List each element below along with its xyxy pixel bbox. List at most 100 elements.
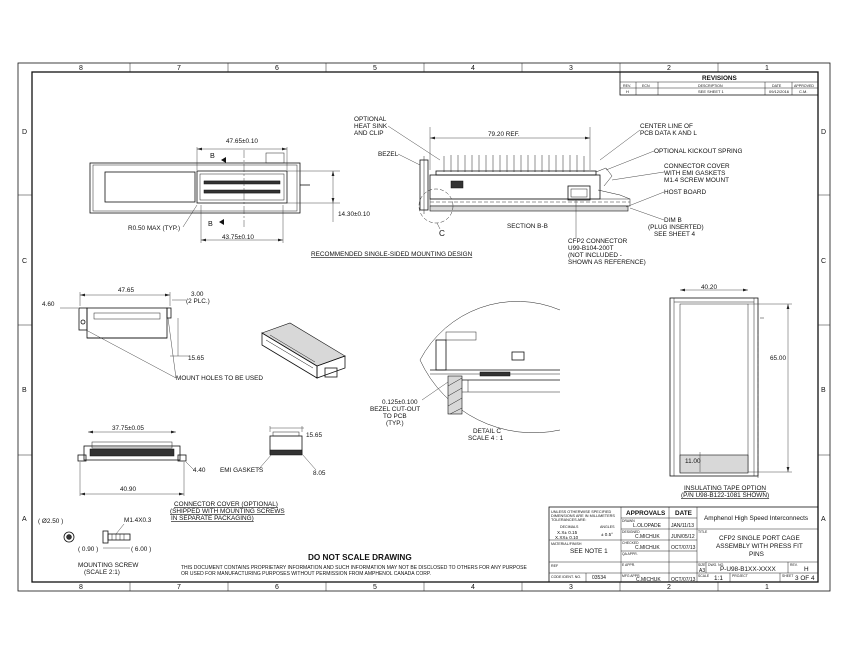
dwg-value: P-U98-B1XX-XXXX: [720, 566, 776, 573]
dim-cover-side-w: 15.65: [306, 432, 322, 439]
zone-col-4: 4: [471, 65, 475, 72]
tape-caption: INSULATING TAPE OPTION: [684, 485, 766, 492]
mount-hole-left: [80, 319, 86, 325]
dwg-label: DWG. NO.: [708, 563, 724, 567]
mfg-name: C.MICHUK: [636, 577, 661, 583]
dim-mount-depth: 15.65: [188, 355, 204, 362]
detail-circle-c: [418, 188, 454, 224]
detail-caption: DETAIL C: [473, 428, 501, 435]
rev-header-approved: APPROVED: [794, 84, 814, 88]
cover-caption-3: IN SEPARATE PACKAGING): [171, 515, 254, 522]
zone-row-d-r: D: [821, 129, 826, 136]
rev-row-approved: C.M.: [799, 89, 807, 94]
screw-head-side: [102, 530, 109, 544]
zone-labels-top: 8 7 6 5 4 3 2 1: [79, 65, 769, 72]
rev-header-rev: REV.: [623, 84, 631, 88]
checked-name: C.MICHUK: [635, 545, 660, 551]
title-line-1: CFP2 SINGLE PORT CAGE: [719, 535, 800, 542]
callout-heat-sink-3: AND CLIP: [354, 130, 383, 137]
screw-caption: MOUNTING SCREW: [78, 562, 139, 569]
dim-tape-tab: 11.00: [685, 458, 701, 465]
note-do-not-scale: DO NOT SCALE DRAWING: [308, 553, 412, 562]
callout-cfp2-2: U99-B104-200T: [568, 245, 614, 252]
scale-label: SCALE: [698, 574, 710, 578]
title-line-3: PINS: [749, 551, 764, 558]
heat-sink-fins: [443, 155, 585, 172]
zone-row-a: A: [22, 516, 27, 523]
callout-cover-3: M1.4 SCREW MOUNT: [664, 177, 729, 184]
zone-labels-bottom: 8 7 6 5 4 3 2 1: [79, 584, 769, 591]
callout-dim-b-2: (PLUG INSERTED): [648, 224, 704, 231]
detail-callout-1: 0.125±0.100: [382, 399, 418, 406]
zone-col-1-b: 1: [765, 584, 769, 591]
cover-callout-emi: EMI GASKETS: [220, 467, 263, 474]
zone-labels-right: D C B A: [821, 129, 826, 523]
zone-col-7: 7: [177, 65, 181, 72]
outer-border: [17, 62, 831, 592]
rev-row-date: 09/12/2016: [769, 89, 790, 94]
dim-cover-width-bottom: 40.90: [120, 486, 136, 493]
cover-caption-2: (SHIPPED WITH MOUNTING SCREWS: [170, 508, 285, 515]
note-proprietary-2: OR USED FOR MANUFACTURING PURPOSES WITHO…: [181, 571, 431, 577]
notes: DO NOT SCALE DRAWING THIS DOCUMENT CONTA…: [181, 553, 527, 577]
rev-value: H: [804, 566, 809, 573]
dim-mount-hole-2: (2 PLC.): [186, 298, 210, 305]
callout-kickout: OPTIONAL KICKOUT SPRING: [654, 148, 742, 155]
callout-center-line-1: CENTER LINE OF: [640, 123, 693, 130]
dim-cover-width-top: 37.75±0.05: [112, 425, 144, 432]
dim-top-width: 47.65±0.10: [226, 138, 258, 145]
sheet-label: SHEET: [782, 574, 793, 578]
callout-cfp2-4: SHOWN AS REFERENCE): [568, 259, 646, 266]
rev-row-desc: SEE SHEET 1: [698, 89, 724, 94]
revisions-title: REVISIONS: [702, 75, 738, 82]
zone-row-c: C: [22, 258, 27, 265]
detail-hatch-bezel: [447, 375, 463, 415]
dim-tape-width: 40.20: [701, 284, 717, 291]
cover-caption: CONNECTOR COVER (OPTIONAL): [174, 501, 278, 508]
tape-view: 40.20 65.00 11.00 INSULATING TAPE OPTION…: [669, 284, 792, 499]
zone-row-a-r: A: [821, 516, 826, 523]
designed-date: JUN/05/12: [671, 534, 695, 540]
material-value: SEE NOTE 1: [570, 548, 608, 555]
zone-row-b-r: B: [821, 387, 826, 394]
ref-label: REF: [551, 564, 559, 568]
size-value: A3: [699, 568, 705, 574]
checked-date: OCT/07/13: [671, 545, 696, 551]
detail-callout-3: TO PCB: [383, 413, 407, 420]
dim-79-ref: 79.20 REF.: [488, 131, 520, 138]
qa-label: QA APPR.: [622, 552, 638, 556]
note-proprietary-1: THIS DOCUMENT CONTAINS PROPRIETARY INFOR…: [181, 565, 527, 571]
dim-tape-height: 65.00: [770, 355, 786, 362]
designed-name: C.MICHUK: [635, 534, 660, 540]
zone-col-3-b: 3: [569, 584, 573, 591]
callout-bezel: BEZEL: [378, 151, 399, 158]
section-mark-bottom: B: [208, 219, 213, 228]
detail-c-view: 0.125±0.100 BEZEL CUT-OUT TO PCB (TYP.) …: [370, 301, 561, 442]
material-label: MATERIAL/FINISH: [551, 542, 582, 546]
callout-heat-sink-2: HEAT SINK: [354, 123, 388, 130]
rev-row-rev: H: [626, 89, 629, 94]
zone-row-c-r: C: [821, 258, 826, 265]
callout-dim-b-1: DIM B: [664, 217, 682, 224]
drawn-label: DRAWN: [622, 519, 635, 523]
screw-thread: M1.4X0.3: [124, 517, 152, 524]
host-board: [429, 205, 629, 212]
callout-cfp2-1: CFP2 CONNECTOR: [568, 238, 628, 245]
dim-cover-height: 4.40: [193, 467, 206, 474]
dim-screw-head: ( 0.90 ): [78, 546, 98, 553]
callout-cover-2: WITH EMI GASKETS: [664, 170, 725, 177]
section-mark-top: B: [210, 151, 215, 160]
detail-callout-2: BEZEL CUT-OUT: [370, 406, 420, 413]
detail-scale: SCALE 4 : 1: [468, 435, 504, 442]
inner-border: [31, 71, 819, 583]
date-label: DATE: [675, 510, 693, 517]
rev-header-date: DATE: [772, 84, 782, 88]
zone-col-2-b: 2: [667, 584, 671, 591]
size-label: SIZE: [698, 563, 706, 567]
dim-mount-width: 47.65: [118, 287, 134, 294]
cfp2-connector-shape: [567, 185, 591, 201]
dim-bottom-width: 43.75±0.10: [222, 234, 254, 241]
mount-view: 47.65 4.60 3.00 (2 PLC.) 15.65 MOUNT HOL…: [42, 287, 263, 382]
zone-col-4-b: 4: [471, 584, 475, 591]
